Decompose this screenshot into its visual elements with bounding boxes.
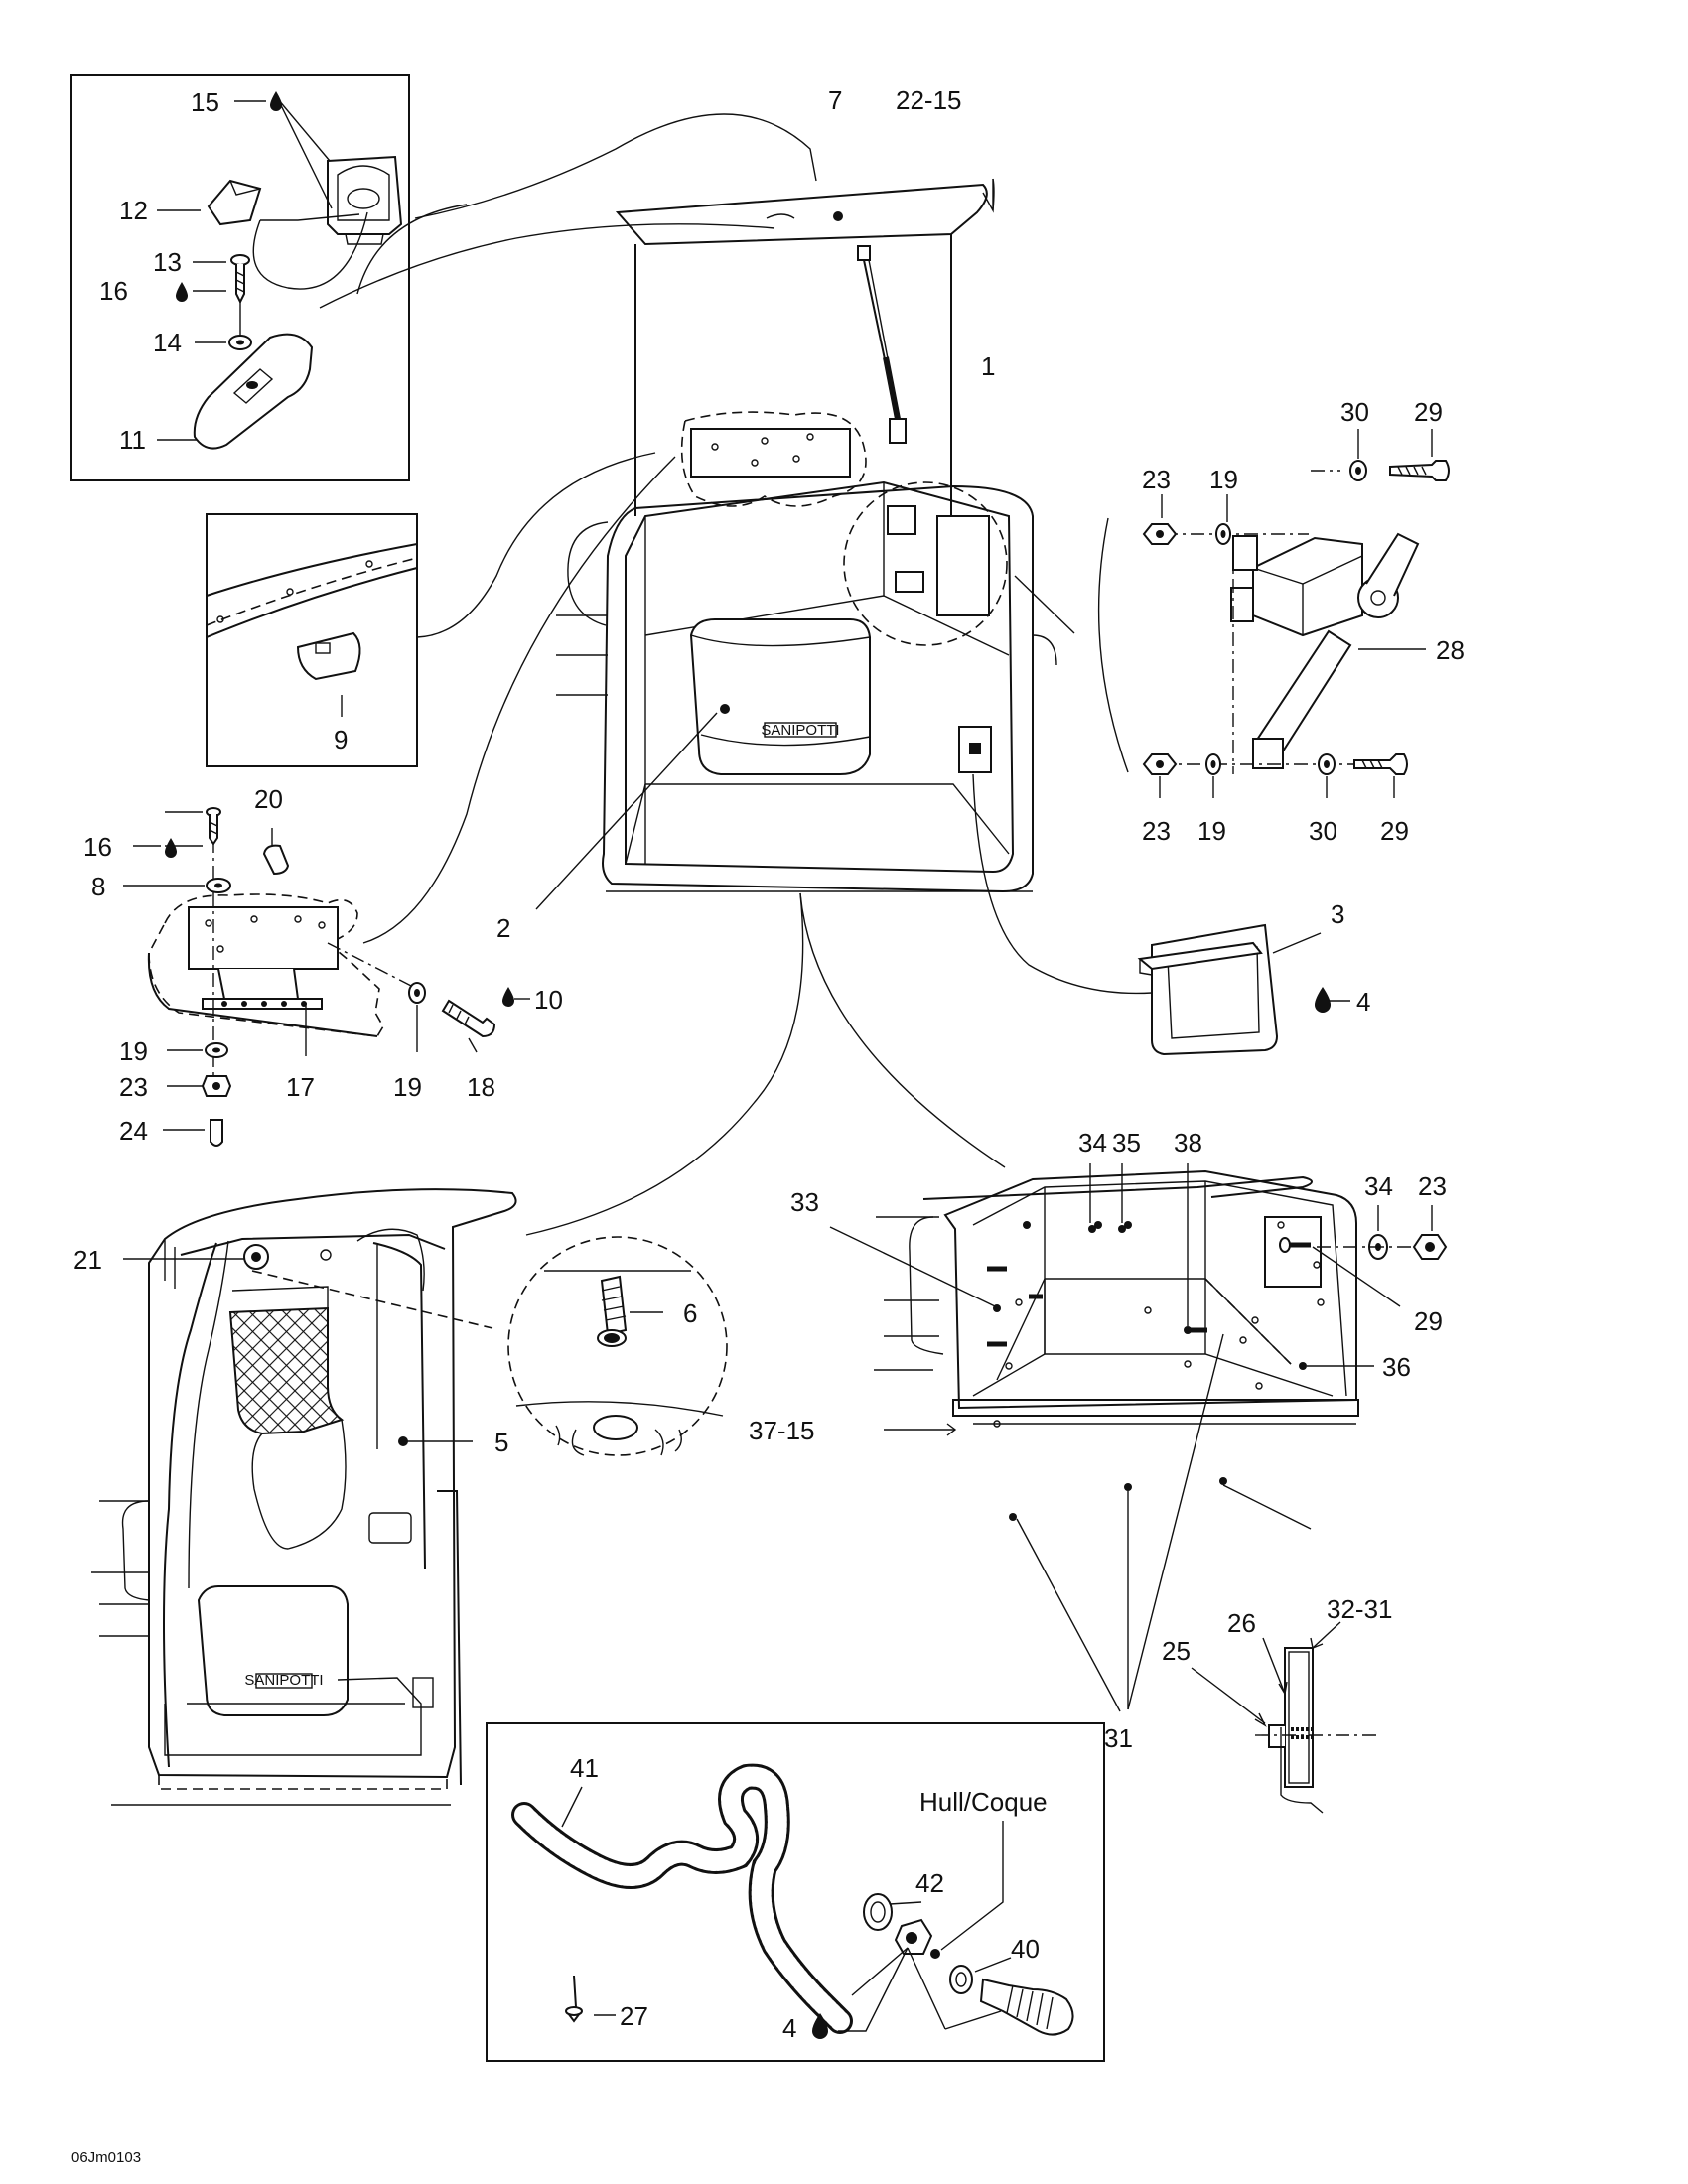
callout-5: 5 [494, 1428, 508, 1457]
console-screw [600, 1275, 628, 1336]
callout-24: 24 [119, 1116, 148, 1146]
callout-18: 18 [467, 1072, 495, 1102]
figure-code: 06Jm0103 [71, 2149, 141, 2166]
callout-28: 28 [1436, 635, 1465, 665]
callout-19d: 19 [393, 1072, 422, 1102]
callout-27: 27 [620, 2001, 648, 2031]
callout-22-15: 22-15 [896, 85, 962, 115]
drain-hose-detail-box [486, 1722, 1105, 2062]
hull-fitting [979, 1978, 1074, 2036]
callout-31: 31 [1104, 1723, 1133, 1753]
callout-19c: 19 [119, 1036, 148, 1066]
seal-detail [1191, 1621, 1378, 1814]
callout-9: 9 [334, 725, 348, 754]
console-liner-assembly [829, 1163, 1448, 1712]
callout-3: 3 [1331, 899, 1344, 929]
callout-30b: 30 [1309, 816, 1337, 846]
callout-14: 14 [153, 328, 182, 357]
console-lid [615, 183, 988, 246]
callout-42: 42 [915, 1868, 944, 1898]
callout-34a: 34 [1078, 1128, 1107, 1158]
callout-23d: 23 [1418, 1171, 1447, 1201]
callout-11: 11 [119, 425, 146, 455]
callout-1: 1 [981, 351, 995, 381]
callout-29c: 29 [1414, 1306, 1443, 1336]
callout-10: 10 [534, 985, 563, 1015]
callout-36: 36 [1382, 1352, 1411, 1382]
adhesive-drop-icon [502, 987, 514, 1007]
callout-33: 33 [790, 1187, 819, 1217]
screw-detail-circle [507, 1236, 728, 1456]
callout-8: 8 [91, 872, 105, 901]
callout-21: 21 [73, 1245, 102, 1275]
callout-labels: 15 12 13 16 14 11 9 7 22-15 1 2 3 4 23 1… [71, 85, 1465, 2166]
light-detail-box [206, 513, 418, 767]
callout-40: 40 [1011, 1934, 1040, 1964]
storage-net [228, 1306, 345, 1435]
callout-15: 15 [191, 87, 219, 117]
callout-12: 12 [119, 196, 148, 225]
callout-23a: 23 [1142, 465, 1171, 494]
adhesive-drop-icon [1315, 987, 1331, 1013]
callout-4b: 4 [782, 2013, 796, 2043]
callout-34b: 34 [1364, 1171, 1393, 1201]
callout-35: 35 [1112, 1128, 1141, 1158]
toilet-brand-label-2: SANIPOTTI [244, 1672, 323, 1689]
hinge-plate-assembly [123, 807, 530, 1147]
latch-cover [207, 179, 262, 226]
latch-receptacle [327, 155, 403, 245]
callout-23c: 23 [119, 1072, 148, 1102]
callout-2: 2 [496, 913, 510, 943]
callout-25: 25 [1162, 1636, 1191, 1666]
hinge-detail [1014, 429, 1450, 798]
latch-detail-box [70, 74, 410, 481]
adhesive-drop-icon [165, 838, 177, 858]
main-console-assembly: SANIPOTTI [556, 183, 1057, 893]
callout-16b: 16 [83, 832, 112, 862]
callout-30a: 30 [1340, 397, 1369, 427]
callout-29b: 29 [1380, 816, 1409, 846]
callout-32-31: 32-31 [1327, 1594, 1393, 1624]
courtesy-light [296, 631, 361, 681]
callout-16a: 16 [99, 276, 128, 306]
callout-hull: Hull/Coque [919, 1787, 1048, 1817]
hinge-screw-top [1389, 460, 1450, 481]
toilet-brand-label: SANIPOTTI [761, 722, 839, 739]
callout-17: 17 [286, 1072, 315, 1102]
callout-7: 7 [828, 85, 842, 115]
callout-6: 6 [683, 1298, 697, 1328]
callout-19a: 19 [1209, 465, 1238, 494]
console-with-net: SANIPOTTI [91, 1188, 517, 1806]
callout-19b: 19 [1197, 816, 1226, 846]
callout-38: 38 [1174, 1128, 1202, 1158]
adhesive-drop-icon [176, 282, 188, 302]
callout-29a: 29 [1414, 397, 1443, 427]
portable-toilet: SANIPOTTI [689, 618, 871, 775]
callout-26: 26 [1227, 1608, 1256, 1638]
vent-detail [972, 773, 1350, 1056]
callout-23b: 23 [1142, 816, 1171, 846]
callout-4a: 4 [1356, 987, 1370, 1017]
callout-41: 41 [570, 1753, 599, 1783]
callout-20: 20 [254, 784, 283, 814]
adhesive-drop-icon [812, 2013, 828, 2039]
latch-base [193, 333, 314, 450]
callout-13: 13 [153, 247, 182, 277]
adhesive-drop-icon [270, 91, 282, 111]
callout-37-15: 37-15 [749, 1416, 815, 1445]
latch-screw [230, 254, 250, 305]
